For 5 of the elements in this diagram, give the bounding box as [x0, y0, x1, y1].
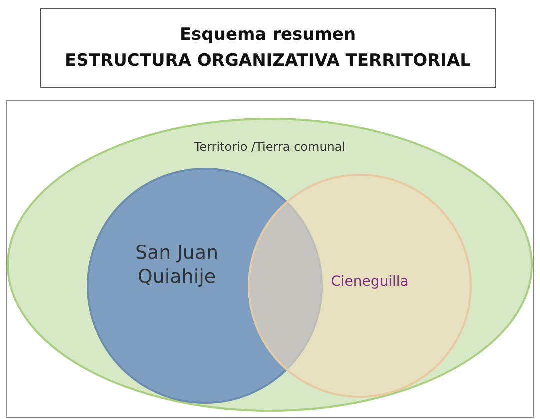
region-label: Territorio /Tierra comunal — [193, 140, 347, 155]
region-label: Cieneguilla — [330, 274, 410, 292]
subtitle: ESTRUCTURA ORGANIZATIVA TERRITORIAL — [65, 50, 471, 73]
title: Esquema resumen — [180, 24, 356, 47]
region-label: San Juan Quiahije — [134, 242, 220, 290]
